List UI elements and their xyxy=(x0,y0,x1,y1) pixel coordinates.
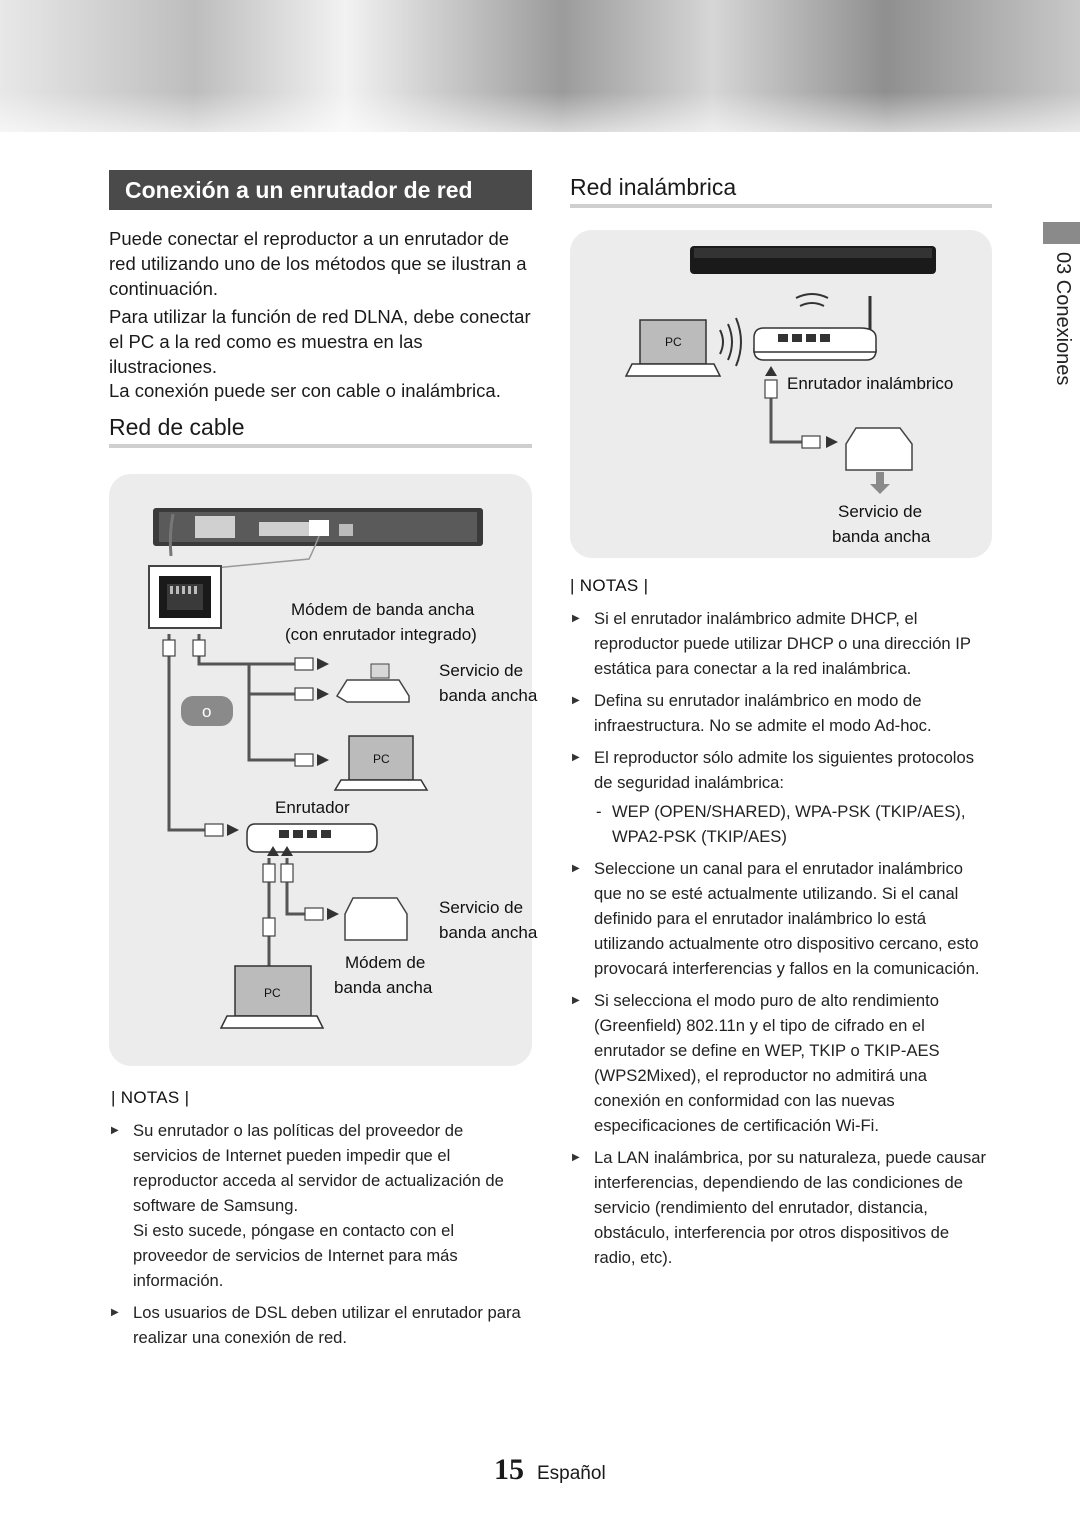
wireless-broadband-service-b: banda ancha xyxy=(832,527,931,546)
security-protocols: WEP (OPEN/SHARED), WPA-PSK (TKIP/AES), W… xyxy=(594,799,994,849)
modem-label-a: Módem de xyxy=(345,953,426,972)
wireless-title: Red inalámbrica xyxy=(570,174,737,200)
list-item: Seleccione un canal para el enrutador in… xyxy=(570,856,994,981)
wireless-router-label: Enrutador inalámbrico xyxy=(787,374,954,393)
router-label: Enrutador xyxy=(275,798,350,817)
note-text: Seleccione un canal para el enrutador in… xyxy=(594,859,980,978)
intro-paragraph-2: Para utilizar la función de red DLNA, de… xyxy=(109,306,531,377)
wired-diagram-illustration xyxy=(148,508,483,1029)
list-item: El reproductor sólo admite los siguiente… xyxy=(570,745,994,849)
notes-header-left: | NOTAS | xyxy=(111,1088,190,1107)
notes-header-right: | NOTAS | xyxy=(570,576,649,595)
note-text: El reproductor sólo admite los siguiente… xyxy=(594,748,975,792)
pc-screen-label-2: PC xyxy=(264,986,281,1000)
list-item: Su enrutador o las políticas del proveed… xyxy=(109,1118,532,1293)
or-badge: o xyxy=(202,702,212,721)
pc-screen-label-1: PC xyxy=(373,752,390,766)
note-text-continued: Si esto sucede, póngase en contacto con … xyxy=(133,1221,458,1290)
intro-paragraph-1: Puede conectar el reproductor a un enrut… xyxy=(109,228,527,299)
modem-router-label: Módem de banda ancha xyxy=(291,600,475,619)
list-item: Defina su enrutador inalámbrico en modo … xyxy=(570,688,994,738)
broadband-service-label-1b: banda ancha xyxy=(439,686,538,705)
note-text: Los usuarios de DSL deben utilizar el en… xyxy=(133,1303,521,1347)
note-text: Defina su enrutador inalámbrico en modo … xyxy=(594,691,932,735)
wireless-network-diagram: PC Enrutador inalámbrico Servicio de ban… xyxy=(570,230,992,558)
chapter-tab-text: 03 Conexiones xyxy=(1052,252,1074,386)
modem-label-b: banda ancha xyxy=(334,978,433,997)
broadband-service-label-2a: Servicio de xyxy=(439,898,524,917)
list-item: Si selecciona el modo puro de alto rendi… xyxy=(570,988,994,1138)
wireless-title-rule xyxy=(570,204,992,208)
wireless-diagram-illustration xyxy=(624,246,936,494)
chapter-tab-marker xyxy=(1043,222,1080,244)
page-number: 15 xyxy=(494,1453,524,1486)
note-text: Su enrutador o las políticas del proveed… xyxy=(133,1121,504,1215)
note-text: Si el enrutador inalámbrico admite DHCP,… xyxy=(594,609,971,678)
modem-router-sublabel: (con enrutador integrado) xyxy=(285,625,477,644)
header-decorative-band xyxy=(0,0,1080,132)
intro-paragraph-3: La conexión puede ser con cable o inalám… xyxy=(109,380,501,401)
list-item: Si el enrutador inalámbrico admite DHCP,… xyxy=(570,606,994,681)
note-text: Si selecciona el modo puro de alto rendi… xyxy=(594,991,940,1135)
broadband-service-label-1a: Servicio de xyxy=(439,661,524,680)
wired-title: Red de cable xyxy=(109,414,245,440)
pc-screen-label-wireless: PC xyxy=(665,335,682,349)
wireless-broadband-service-a: Servicio de xyxy=(838,502,923,521)
broadband-service-label-2b: banda ancha xyxy=(439,923,538,942)
list-item: Los usuarios de DSL deben utilizar el en… xyxy=(109,1300,532,1350)
page-language: Español xyxy=(537,1463,606,1484)
list-item: La LAN inalámbrica, por su naturaleza, p… xyxy=(570,1145,994,1270)
notes-list-right: Si el enrutador inalámbrico admite DHCP,… xyxy=(570,606,994,1277)
chapter-tab-label: 03 Conexiones xyxy=(1040,252,1080,402)
notes-list-left: Su enrutador o las políticas del proveed… xyxy=(109,1118,532,1357)
wired-title-rule xyxy=(109,444,532,448)
note-text: La LAN inalámbrica, por su naturaleza, p… xyxy=(594,1148,987,1267)
wired-network-diagram: Módem de banda ancha (con enrutador inte… xyxy=(109,474,537,1066)
section-title: Conexión a un enrutador de red xyxy=(109,170,532,210)
